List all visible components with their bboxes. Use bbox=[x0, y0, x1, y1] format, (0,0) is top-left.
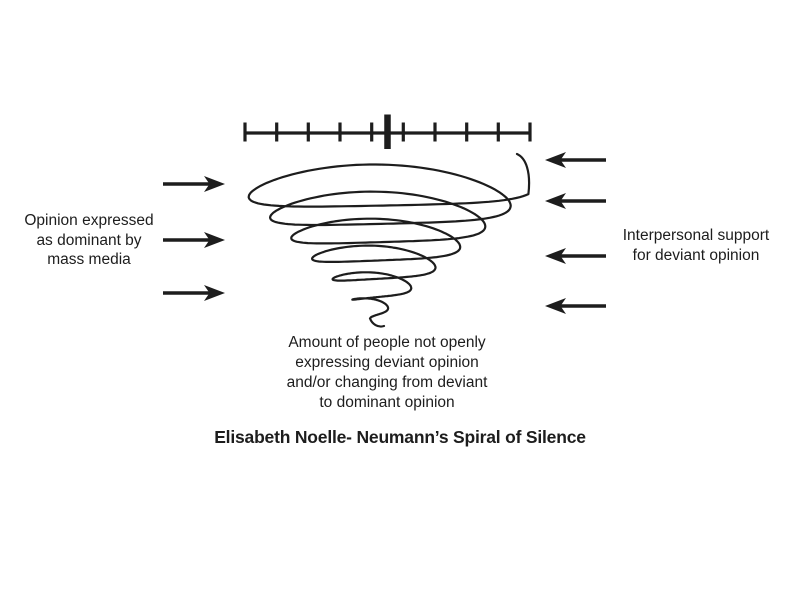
left-arrow-icon bbox=[545, 152, 606, 168]
silence-annotation-line: expressing deviant opinion bbox=[295, 354, 479, 371]
left-arrow-icon bbox=[545, 193, 606, 209]
silence-annotation: Amount of people not openly expressing d… bbox=[234, 333, 540, 413]
mass-media-arrows bbox=[163, 176, 225, 301]
left-arrow-icon bbox=[545, 248, 606, 264]
left-arrow-icon bbox=[545, 298, 606, 314]
support-annotation-line: for deviant opinion bbox=[632, 246, 760, 264]
support-annotation-line: Interpersonal support bbox=[622, 227, 770, 244]
silence-annotation-line: to dominant opinion bbox=[319, 394, 455, 411]
media-annotation-line: as dominant by bbox=[36, 231, 142, 249]
right-arrow-icon bbox=[163, 176, 225, 192]
support-annotation: Interpersonal support for deviant opinio… bbox=[602, 226, 790, 265]
media-annotation-line: mass media bbox=[47, 251, 131, 268]
deviant-support-arrows bbox=[545, 152, 606, 314]
spiral-icon bbox=[247, 152, 531, 328]
right-arrow-icon bbox=[163, 285, 225, 301]
right-arrow-icon bbox=[163, 232, 225, 248]
silence-annotation-line: Amount of people not openly bbox=[288, 334, 486, 351]
scale-ticks bbox=[243, 122, 532, 142]
media-annotation: Opinion expressed as dominant by mass me… bbox=[6, 211, 172, 270]
media-annotation-line: Opinion expressed bbox=[24, 212, 154, 229]
diagram-title: Elisabeth Noelle- Neumann’s Spiral of Si… bbox=[214, 427, 586, 447]
silence-annotation-line: and/or changing from deviant bbox=[286, 374, 488, 391]
scale-ruler-icon bbox=[243, 114, 532, 149]
